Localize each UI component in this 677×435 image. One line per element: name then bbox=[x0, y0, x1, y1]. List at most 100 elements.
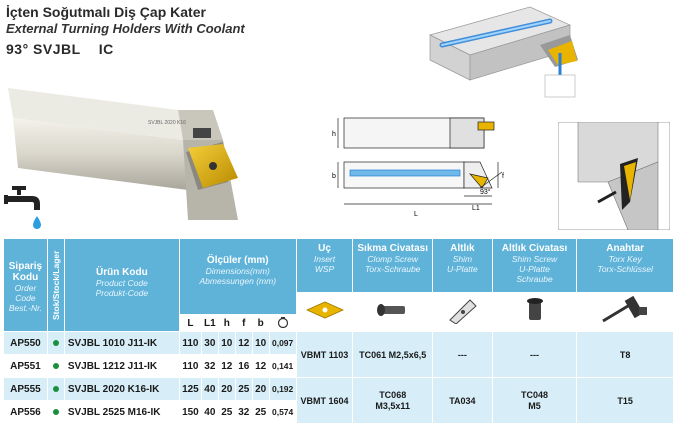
torx-key-icon bbox=[602, 295, 648, 322]
dim-l1: 30 bbox=[200, 331, 219, 355]
technical-drawing: h b f L L1 93° bbox=[332, 117, 504, 218]
stock-indicator bbox=[46, 354, 65, 378]
header-dimensions-main: Ölçüler (mm) bbox=[206, 255, 269, 266]
header-dimensions: Ölçüler (mm) Dimensions(mm) Abmessungen … bbox=[178, 238, 297, 315]
svg-text:SVJBL 2020 K16: SVJBL 2020 K16 bbox=[148, 120, 186, 126]
shim-screw-icon-cell bbox=[491, 292, 578, 332]
stock-indicator bbox=[46, 377, 65, 401]
dim-l: 150 bbox=[178, 400, 202, 424]
shim-code: --- bbox=[431, 331, 493, 378]
header-order-code-sub1: Order Code bbox=[14, 283, 37, 303]
header-insert-sub1: Insert bbox=[313, 254, 336, 264]
shim-icon bbox=[449, 298, 478, 325]
weight: 0,097 bbox=[268, 331, 297, 355]
insert-icon bbox=[305, 301, 344, 318]
header-insert-sub2: WSP bbox=[314, 264, 335, 274]
coolant-channel-3d-image bbox=[429, 6, 578, 98]
clamp-screw-icon bbox=[376, 303, 405, 316]
shim-screw-icon bbox=[526, 297, 543, 320]
header-product-code-main: Ürün Kodu bbox=[96, 267, 148, 278]
header-torx-key: Anahtar Torx Key Torx-Schlüssel bbox=[576, 238, 674, 293]
torx-key-code: T15 bbox=[576, 377, 674, 424]
order-code: AP551 bbox=[3, 354, 48, 378]
header-shim-main: Altlık bbox=[450, 243, 475, 254]
dim-header-f: f bbox=[234, 314, 253, 332]
insert-code: VBMT 1103 bbox=[295, 331, 354, 378]
dim-h: 20 bbox=[217, 377, 236, 401]
in-stock-dot bbox=[52, 339, 59, 346]
weight: 0,192 bbox=[268, 377, 297, 401]
dim-b: 20 bbox=[251, 377, 270, 401]
dim-header-b: b bbox=[251, 314, 270, 332]
product-code: SVJBL 2525 M16-IK bbox=[63, 400, 180, 424]
shim-screw-code-line1: TC048 bbox=[521, 389, 549, 400]
clamp-screw-code: TC061 M2,5x6,5 bbox=[352, 331, 433, 378]
weight: 0,141 bbox=[268, 354, 297, 378]
header-stock: Stok/Stock/Lager bbox=[46, 238, 65, 332]
insert-icon-cell bbox=[295, 292, 354, 332]
header-order-code-main: Sipariş Kodu bbox=[8, 261, 43, 283]
dim-l: 110 bbox=[178, 354, 202, 378]
shim-screw-code: TC048 M5 bbox=[491, 377, 578, 424]
weight-icon bbox=[277, 316, 288, 328]
product-code: SVJBL 1212 J11-IK bbox=[63, 354, 180, 378]
dim-f: 12 bbox=[234, 331, 253, 355]
dim-l: 125 bbox=[178, 377, 202, 401]
in-stock-dot bbox=[52, 362, 59, 369]
dim-header-l1: L1 bbox=[200, 314, 219, 332]
dim-f: 25 bbox=[234, 377, 253, 401]
title-turkish: İçten Soğutmalı Diş Çap Kater bbox=[6, 4, 206, 20]
model-name: 93° SVJBL bbox=[6, 41, 81, 57]
table-row: AP556 SVJBL 2525 M16-IK 150 40 25 32 25 … bbox=[3, 400, 674, 424]
header-clamp-screw-sub2: Torx-Schraube bbox=[364, 264, 421, 274]
clamp-screw-icon-cell bbox=[352, 292, 433, 332]
table-row: AP555 SVJBL 2020 K16-IK 125 40 20 25 20 … bbox=[3, 377, 674, 424]
table-row: AP550 SVJBL 1010 J11-IK 110 30 10 12 10 … bbox=[3, 331, 674, 378]
dim-l1: 40 bbox=[200, 377, 219, 401]
header-order-code-sub2: Best.-Nr. bbox=[8, 303, 43, 313]
header-insert: Uç Insert WSP bbox=[295, 238, 354, 293]
dim-l1: 40 bbox=[200, 400, 219, 424]
dim-label-b: b bbox=[332, 173, 336, 180]
dim-header-weight bbox=[268, 314, 297, 332]
torx-key-code: T8 bbox=[576, 331, 674, 378]
tool-holder-image: SVJBL 2020 K16 bbox=[8, 88, 238, 220]
stock-indicator bbox=[46, 400, 65, 424]
dim-b: 12 bbox=[251, 354, 270, 378]
header-dimensions-sub2: Abmessungen (mm) bbox=[199, 276, 277, 286]
header-shim-screw-sub3: Schraube bbox=[516, 274, 553, 284]
dim-l: 110 bbox=[178, 331, 202, 355]
dim-label-h: h bbox=[332, 131, 336, 138]
header-insert-main: Uç bbox=[318, 243, 331, 254]
insert-detail-image bbox=[558, 122, 670, 230]
dim-f: 32 bbox=[234, 400, 253, 424]
dim-b: 25 bbox=[251, 400, 270, 424]
dim-label-l: L bbox=[414, 211, 418, 218]
header-shim-sub1: Shim bbox=[452, 254, 473, 264]
shim-screw-code-line2: M5 bbox=[528, 400, 541, 411]
header-shim-sub2: U-Platte bbox=[447, 264, 478, 274]
dim-label-f: f bbox=[502, 173, 504, 180]
header-product-code-sub2: Produkt-Code bbox=[95, 288, 149, 298]
coolant-tap-icon bbox=[4, 186, 41, 229]
dim-h: 10 bbox=[217, 331, 236, 355]
dim-h: 12 bbox=[217, 354, 236, 378]
dim-b: 10 bbox=[251, 331, 270, 355]
header-dimensions-sub1: Dimensions(mm) bbox=[205, 266, 270, 276]
dim-label-angle: 93° bbox=[480, 188, 491, 196]
header-order-code: Sipariş Kodu Order Code Best.-Nr. bbox=[3, 238, 48, 332]
shim-screw-code: --- bbox=[491, 331, 578, 378]
dim-header-h: h bbox=[217, 314, 236, 332]
order-code: AP550 bbox=[3, 331, 48, 355]
dim-label-l1: L1 bbox=[472, 205, 480, 212]
clamp-screw-code-line2: M3,5x11 bbox=[375, 400, 410, 411]
header-shim-screw: Altlık Civatası Shim Screw U-Platte Schr… bbox=[491, 238, 578, 293]
product-code: SVJBL 2020 K16-IK bbox=[63, 377, 180, 401]
product-code: SVJBL 1010 J11-IK bbox=[63, 331, 180, 355]
title-english: External Turning Holders With Coolant bbox=[6, 21, 245, 36]
header-clamp-screw-main: Sıkma Civatası bbox=[357, 243, 428, 254]
weight: 0,574 bbox=[268, 400, 297, 424]
header-clamp-screw: Sıkma Civatası Clomp Screw Torx-Schraube bbox=[352, 238, 433, 293]
header-shim: Altlık Shim U-Platte bbox=[431, 238, 493, 293]
